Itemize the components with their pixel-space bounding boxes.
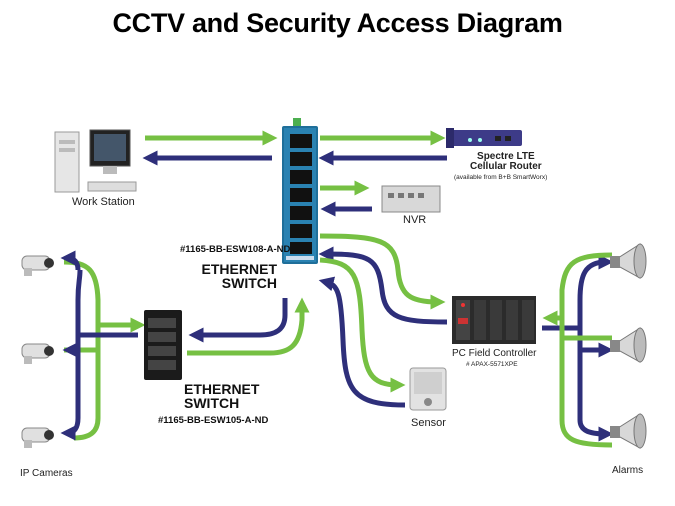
workstation-label: Work Station [72,196,135,208]
siren-icon[interactable] [610,243,647,279]
router-label: Spectre LTE Cellular Router [470,152,542,172]
small-switch-label-line1: ETHERNET [184,381,260,397]
controller-icon[interactable] [452,296,536,344]
camera-icon[interactable] [21,343,54,364]
main-switch-label-line2: SWITCH [221,275,277,291]
siren-icon[interactable] [610,413,647,449]
router-link-arrows [318,130,447,166]
router-label-line1: Spectre LTE [477,151,535,162]
main-ethernet-switch-icon[interactable] [282,118,318,264]
sensor-label: Sensor [411,417,446,429]
small-ethernet-switch-icon[interactable] [144,310,182,380]
camera-icon[interactable] [21,427,54,448]
router-icon[interactable] [446,128,522,148]
main-switch-part-number: #1165-BB-ESW108-A-ND [180,244,291,255]
siren-icon[interactable] [610,327,647,363]
router-label-line2: Cellular Router [470,161,542,172]
workstation-link-arrows [142,130,278,166]
nvr-link-arrows [320,180,372,217]
switch-uplink-arrows [187,297,310,356]
main-switch-label: ETHERNET SWITCH [195,262,277,290]
small-switch-label: ETHERNET SWITCH [184,382,264,410]
nvr-icon[interactable] [381,185,441,213]
small-switch-label-line2: SWITCH [184,395,240,411]
camera-icon[interactable] [21,255,54,276]
nvr-label: NVR [403,214,427,226]
sensor-link-arrows [318,257,406,408]
page-title: CCTV and Security Access Diagram [112,8,563,38]
alarm-link-arrows [542,252,614,448]
camera-link-arrows [60,250,146,441]
alarms-label: Alarms [612,465,644,476]
workstation-icon[interactable] [54,129,137,193]
controller-part-number: # APAX-5571XPE [466,361,518,368]
router-note: (available from B+B SmartWorx) [454,174,548,181]
cameras-label: IP Cameras [20,468,73,479]
main-switch-label-line1: ETHERNET [201,261,277,277]
controller-link-arrows [318,233,448,325]
small-switch-part-number: #1165-BB-ESW105-A-ND [158,415,269,426]
sensor-icon[interactable] [409,367,447,411]
controller-label: PC Field Controller [452,348,537,359]
